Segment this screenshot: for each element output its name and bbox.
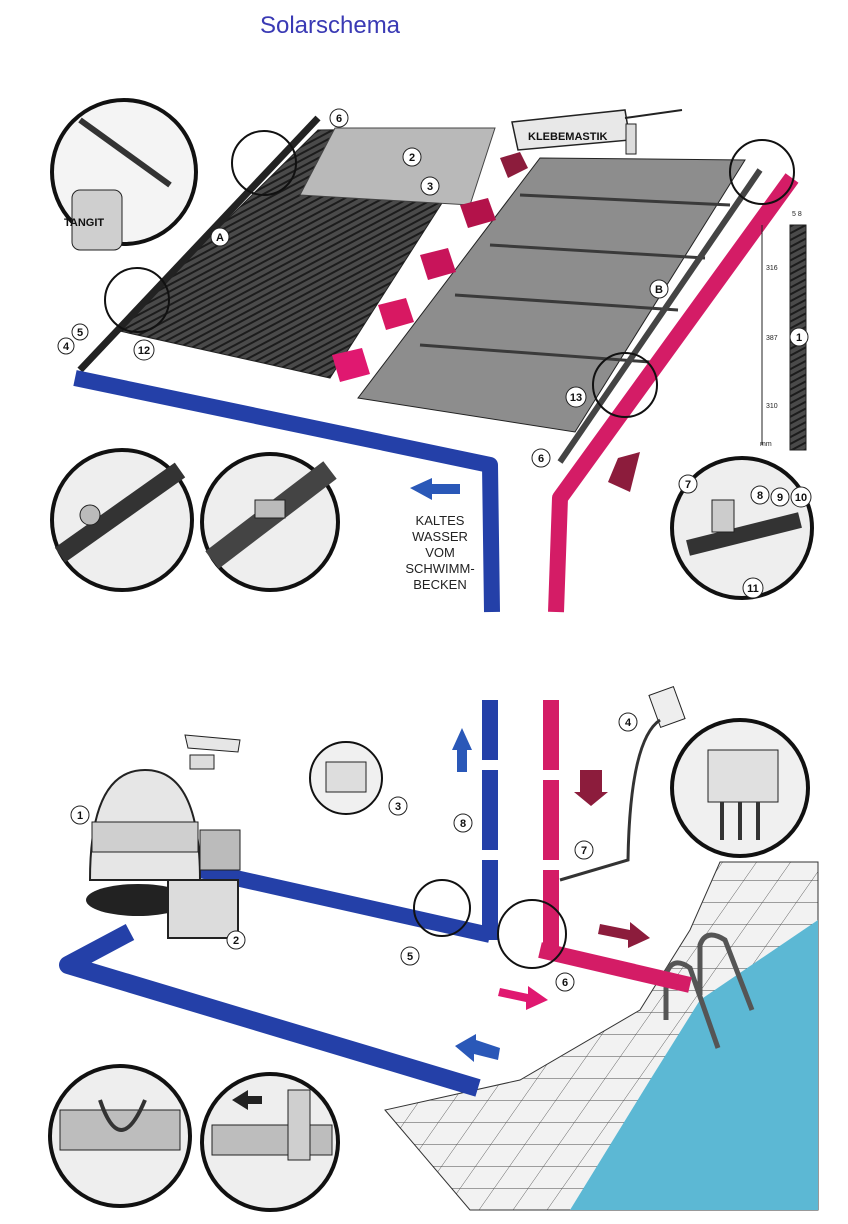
detail-ring-header-left (104, 267, 170, 333)
svg-text:5: 5 (407, 951, 413, 963)
svg-text:KALTES: KALTES (416, 513, 465, 528)
sand-filter-icon (86, 768, 202, 916)
svg-text:2: 2 (409, 152, 415, 164)
cold-water-arrow (410, 478, 460, 500)
svg-text:387: 387 (766, 335, 778, 342)
solar-panel-right (357, 157, 746, 433)
valve-detail-ring-5 (413, 879, 471, 937)
svg-text:3: 3 (395, 801, 401, 813)
svg-text:6: 6 (562, 977, 568, 989)
svg-text:13: 13 (570, 392, 582, 404)
svg-text:7: 7 (581, 845, 587, 857)
detail-circle-clamp (48, 1064, 192, 1208)
svg-text:7: 7 (685, 479, 691, 491)
svg-text:10: 10 (795, 492, 807, 504)
detail-circle-clip (50, 448, 194, 592)
controller-circle (309, 741, 383, 815)
detail-ring-header-top (231, 130, 297, 196)
cold-pipe-manifold (198, 862, 492, 943)
svg-text:6: 6 (336, 113, 342, 125)
markers-top: 6 2 3 A B 1 4 5 12 13 6 7 8 9 10 11 (57, 108, 812, 599)
svg-text:mm: mm (760, 441, 772, 448)
svg-text:1: 1 (796, 332, 802, 344)
detail-circle-valve (200, 1072, 340, 1212)
panel-right-seams (419, 193, 731, 364)
svg-text:B: B (655, 284, 663, 296)
markers-bottom: 1 2 3 4 5 6 7 8 (70, 712, 638, 992)
svg-text:KLEBEMASTIK: KLEBEMASTIK (528, 131, 608, 143)
rotation-icon (184, 734, 241, 770)
svg-text:SCHWIMM-: SCHWIMM- (405, 561, 474, 576)
svg-text:8: 8 (460, 818, 466, 830)
svg-text:WASSER: WASSER (412, 529, 468, 544)
detail-circle-glue: TANGIT (50, 98, 198, 251)
svg-text:2: 2 (233, 935, 239, 947)
detail-ring-right-top (729, 139, 795, 205)
detail-ring-13 (592, 352, 658, 418)
panel-sheet-peeled (299, 127, 496, 206)
svg-text:VOM: VOM (425, 545, 455, 560)
pool-water (570, 920, 818, 1210)
glue-gun-icon: KLEBEMASTIK (511, 109, 683, 155)
sensor-icon (559, 685, 686, 882)
svg-text:11: 11 (747, 583, 759, 595)
svg-text:1: 1 (77, 810, 83, 822)
svg-text:4: 4 (63, 341, 70, 353)
svg-text:4: 4 (625, 717, 632, 729)
valve-detail-ring-6 (497, 899, 567, 969)
svg-text:8: 8 (757, 490, 763, 502)
cold-pipe-top (73, 370, 500, 613)
svg-text:BECKEN: BECKEN (413, 577, 466, 592)
svg-text:12: 12 (138, 345, 150, 357)
pump-icon (167, 829, 241, 939)
svg-text:5: 5 (77, 327, 83, 339)
flow-arrows-top (332, 152, 640, 500)
page-title: Solarschema (259, 12, 401, 39)
svg-text:9: 9 (777, 492, 783, 504)
svg-text:310: 310 (766, 403, 778, 410)
svg-text:3: 3 (427, 181, 433, 193)
flow-arrows-bottom (452, 728, 650, 1062)
svg-text:A: A (216, 232, 224, 244)
svg-text:6: 6 (538, 453, 544, 465)
header-pipe-right-inner (557, 168, 763, 464)
cold-pipe-bottom (59, 924, 481, 1097)
warm-return (538, 942, 692, 993)
controller-detail-circle (670, 718, 810, 858)
detail-circle-strap (200, 452, 340, 592)
svg-text:TANGIT: TANGIT (64, 217, 104, 229)
svg-text:5 8: 5 8 (792, 211, 802, 218)
svg-text:316: 316 (766, 265, 778, 272)
cold-water-label: KALTES WASSER VOM SCHWIMM- BECKEN (405, 513, 474, 592)
warm-pipe-top (548, 173, 799, 613)
